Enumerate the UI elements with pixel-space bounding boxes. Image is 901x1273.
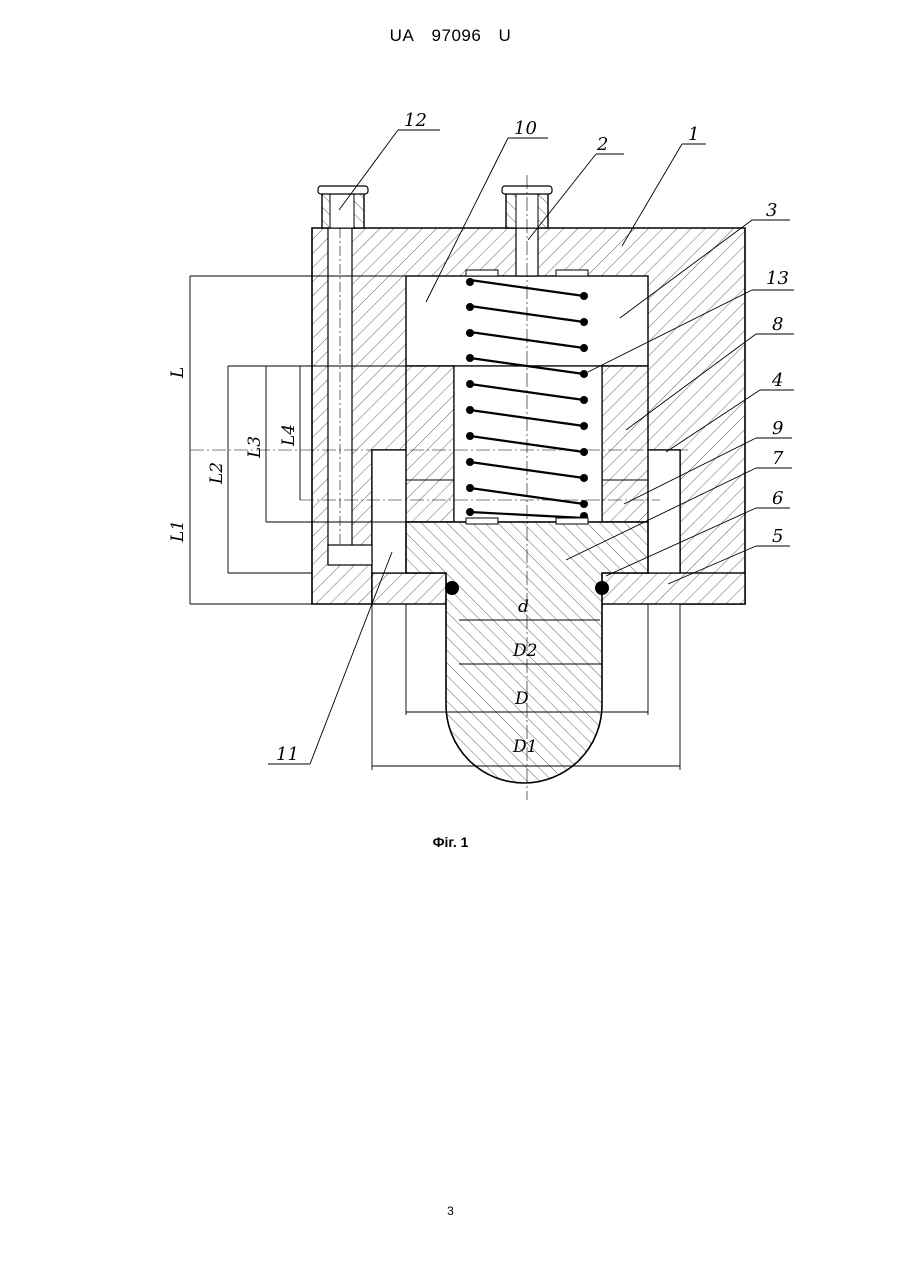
figure-caption: Фіг. 1 [0, 834, 901, 850]
dim-L4: L4 [279, 424, 299, 447]
dim-L2: L2 [207, 462, 227, 485]
dim-L1: L1 [168, 520, 188, 543]
callout-3: 3 [766, 200, 777, 221]
callout-10: 10 [514, 118, 537, 139]
callout-12: 12 [404, 110, 427, 131]
callout-13: 13 [766, 268, 789, 289]
pipe-fittings [318, 186, 552, 228]
dim-D2: D2 [512, 641, 537, 661]
callout-9: 9 [772, 418, 783, 439]
dim-D: D [514, 689, 529, 709]
dim-d: d [518, 597, 529, 617]
dim-L3: L3 [245, 436, 265, 459]
dim-L: L [168, 367, 188, 379]
page-number: 3 [0, 1204, 901, 1218]
callout-11: 11 [276, 744, 299, 765]
dim-D1: D1 [512, 737, 537, 757]
callout-2: 2 [596, 134, 608, 155]
callout-7: 7 [772, 448, 784, 469]
callout-4: 4 [771, 370, 783, 391]
callout-5: 5 [772, 526, 783, 547]
callout-8: 8 [772, 314, 783, 335]
callout-1: 1 [688, 124, 699, 145]
callout-6: 6 [772, 488, 783, 509]
